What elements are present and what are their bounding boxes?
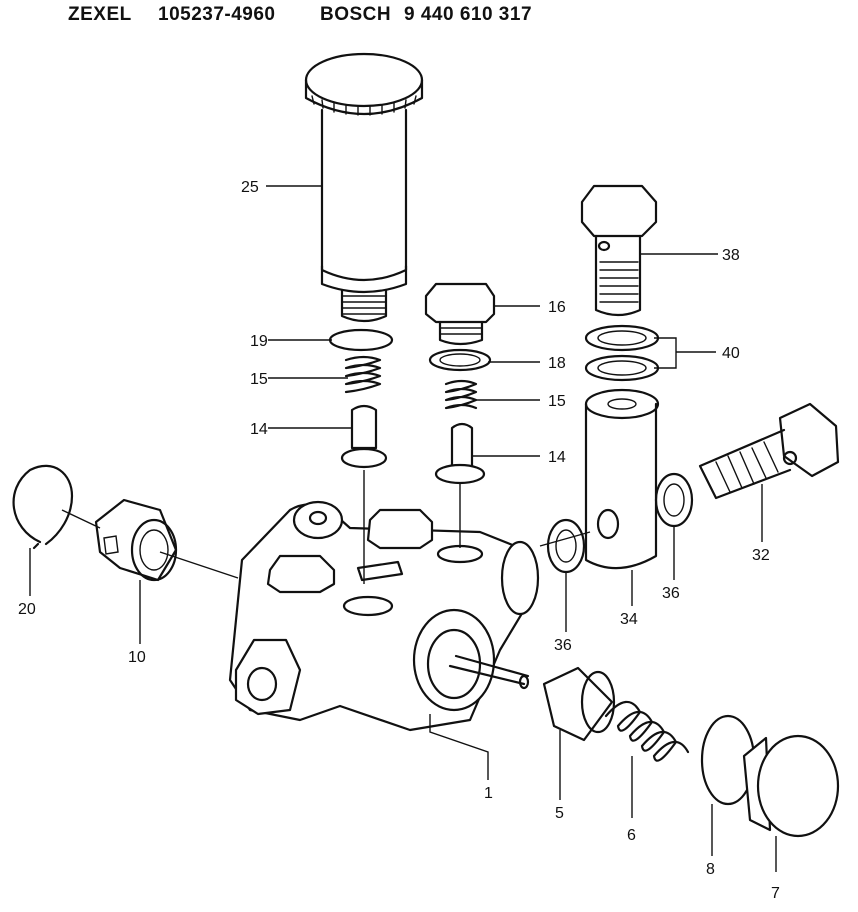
callout-8: 8	[706, 861, 715, 878]
part-5-piston	[542, 666, 616, 742]
callout-labels: 25 19 15 14 16 18 15 14 38 40 32 36 36 3…	[18, 179, 780, 902]
part-15-spring-left	[344, 355, 382, 394]
callout-25: 25	[241, 179, 259, 196]
part-32-valve-holder	[698, 402, 840, 500]
part-1-pump-housing	[228, 500, 540, 732]
part-16-plug	[424, 282, 496, 346]
callout-20: 20	[18, 601, 36, 618]
callout-15-center: 15	[548, 393, 566, 410]
callout-5: 5	[555, 805, 564, 822]
part-36-gasket-left	[546, 518, 586, 574]
part-7-plug	[742, 734, 840, 838]
callout-36-right: 36	[662, 585, 680, 602]
callout-15-left: 15	[250, 371, 268, 388]
callout-18: 18	[548, 355, 566, 372]
callout-36-left: 36	[554, 637, 572, 654]
callout-34: 34	[620, 611, 638, 628]
part-40-washers	[584, 324, 660, 382]
callout-7: 7	[771, 885, 780, 902]
callout-14-left: 14	[250, 421, 268, 438]
part-14-valve-center	[434, 422, 486, 485]
bosch-part-number: 9 440 610 317	[404, 4, 533, 25]
part-34-banjo-fitting	[584, 388, 660, 570]
leader-lines	[29, 185, 777, 872]
part-18-gasket	[428, 348, 492, 372]
callout-10: 10	[128, 649, 146, 666]
callout-38: 38	[722, 247, 740, 264]
brand-zexel: ZEXEL	[68, 4, 132, 25]
part-6-spring	[604, 700, 690, 762]
part-14-valve-left	[340, 404, 388, 469]
brand-bosch: BOSCH	[320, 4, 392, 25]
part-10-strainer	[94, 498, 178, 582]
part-36-gasket-right	[654, 472, 694, 528]
zexel-part-number: 105237-4960	[158, 4, 276, 25]
part-19-o-ring	[328, 328, 394, 352]
callout-16: 16	[548, 299, 566, 316]
part-20-snap-ring	[12, 464, 74, 550]
callout-1: 1	[484, 785, 493, 802]
callout-6: 6	[627, 827, 636, 844]
part-38-banjo-bolt	[580, 184, 658, 317]
callout-32: 32	[752, 547, 770, 564]
callout-14-center: 14	[548, 449, 566, 466]
callout-40: 40	[722, 345, 740, 362]
part-25-priming-pump	[304, 52, 424, 323]
callout-19: 19	[250, 333, 268, 350]
part-15-spring-center	[444, 379, 478, 410]
